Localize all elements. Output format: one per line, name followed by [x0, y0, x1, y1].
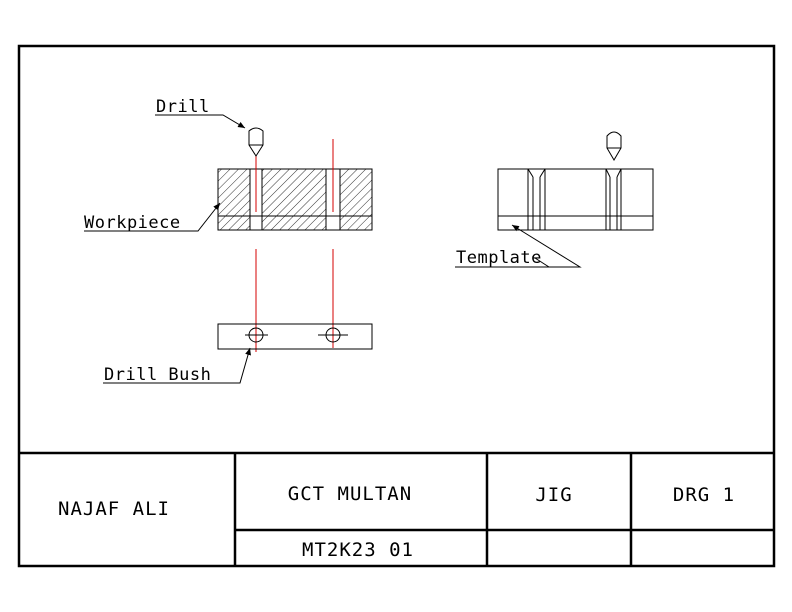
drawing-title: JIG — [535, 484, 572, 506]
workpiece-label: Workpiece — [84, 213, 181, 233]
drawing-number: DRG 1 — [673, 484, 735, 506]
drill-bush-view — [217, 249, 373, 352]
institution-name: GCT MULTAN — [288, 483, 412, 505]
drill-icon — [248, 127, 264, 157]
template-drill-icon — [606, 131, 622, 161]
title-block — [19, 451, 774, 566]
sheet-border — [17, 44, 776, 568]
workpiece-view — [217, 139, 373, 231]
template-view — [497, 168, 654, 231]
drill-bush-leader — [103, 347, 251, 384]
drill-label: Drill — [156, 97, 210, 117]
author-name: NAJAF ALI — [58, 498, 170, 520]
template-leader-1 — [455, 224, 582, 268]
roll-number: MT2K23 01 — [302, 539, 414, 561]
drill-leader — [155, 114, 246, 129]
template-label: Template — [456, 248, 542, 268]
template-leader-2 — [534, 257, 550, 268]
workpiece-leader — [84, 202, 221, 232]
drill-bush-label: Drill Bush — [104, 365, 211, 385]
